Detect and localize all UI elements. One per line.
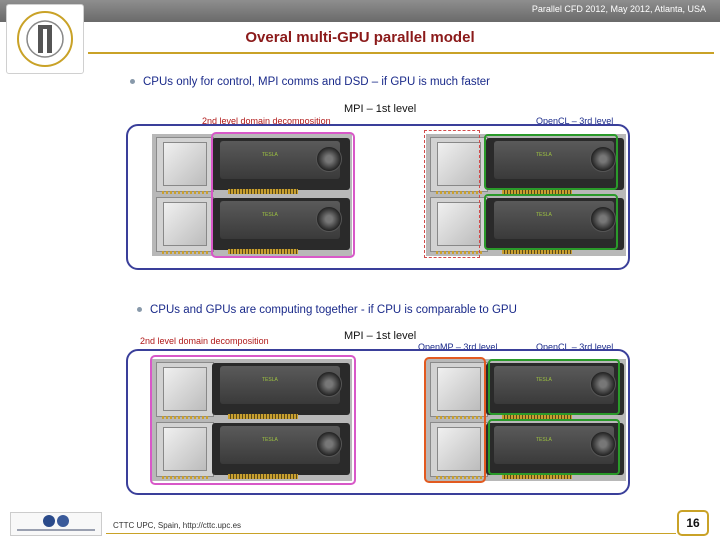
diagram-panel-1: TESLA TESLA TESLA TESLA (126, 124, 630, 270)
bullet-1-text: CPUs only for control, MPI comms and DSD… (143, 76, 491, 88)
institution-logo (6, 4, 84, 74)
cpu-chip-icon (156, 197, 214, 254)
bullet-1: CPUs only for control, MPI comms and DSD… (130, 76, 490, 88)
gpu-brand: TESLA (536, 212, 552, 218)
gpu-card-icon: TESLA (486, 138, 624, 194)
cpu-chip-icon (156, 137, 214, 194)
gpu-card-icon: TESLA (212, 363, 350, 419)
compute-node: TESLA TESLA (152, 134, 352, 256)
opencl-label-1: OpenCL – 3rd level (536, 116, 614, 126)
conference-label: Parallel CFD 2012, May 2012, Atlanta, US… (531, 4, 706, 14)
cpu-chip-icon (430, 137, 488, 194)
mpi-label-2: MPI – 1st level (344, 330, 417, 342)
bullet-2-text: CPUs and GPUs are computing together - i… (150, 304, 517, 316)
gpu-brand: TESLA (536, 437, 552, 443)
cpu-chip-icon (156, 422, 214, 479)
slide-title: Overal multi-GPU parallel model (245, 29, 475, 46)
footer-divider (106, 533, 676, 534)
cpu-chip-icon (430, 422, 488, 479)
gpu-brand: TESLA (262, 437, 278, 443)
compute-node: TESLA TESLA (426, 359, 626, 481)
gpu-brand: TESLA (536, 152, 552, 158)
cttc-logo (10, 512, 102, 536)
domain-label-1: 2nd level domain decomposition (202, 116, 331, 126)
compute-node: TESLA TESLA (426, 134, 626, 256)
gpu-card-icon: TESLA (486, 198, 624, 254)
gpu-brand: TESLA (262, 212, 278, 218)
header-band (0, 0, 720, 22)
mpi-label-1: MPI – 1st level (344, 103, 417, 115)
bullet-dot-icon (137, 307, 142, 313)
diagram-panel-2: TESLA TESLA TESLA TESLA (126, 349, 630, 495)
gpu-card-icon: TESLA (212, 138, 350, 194)
openmp-label-2: OpenMP – 3rd level (418, 342, 498, 352)
bullet-2: CPUs and GPUs are computing together - i… (137, 304, 517, 316)
gpu-brand: TESLA (262, 377, 278, 383)
cpu-chip-icon (430, 197, 488, 254)
gpu-card-icon: TESLA (486, 423, 624, 479)
gpu-brand: TESLA (536, 377, 552, 383)
gpu-card-icon: TESLA (212, 423, 350, 479)
gpu-card-icon: TESLA (212, 198, 350, 254)
cpu-chip-icon (156, 362, 214, 419)
title-underline (88, 52, 714, 54)
page-number: 16 (677, 510, 709, 536)
compute-node: TESLA TESLA (152, 359, 352, 481)
footer-credit: CTTC UPC, Spain, http://cttc.upc.es (113, 521, 242, 530)
gpu-brand: TESLA (262, 152, 278, 158)
opencl-label-2: OpenCL – 3rd level (536, 342, 614, 352)
bullet-dot-icon (130, 79, 135, 85)
domain-label-2: 2nd level domain decomposition (140, 336, 269, 346)
gpu-card-icon: TESLA (486, 363, 624, 419)
cpu-chip-icon (430, 362, 488, 419)
